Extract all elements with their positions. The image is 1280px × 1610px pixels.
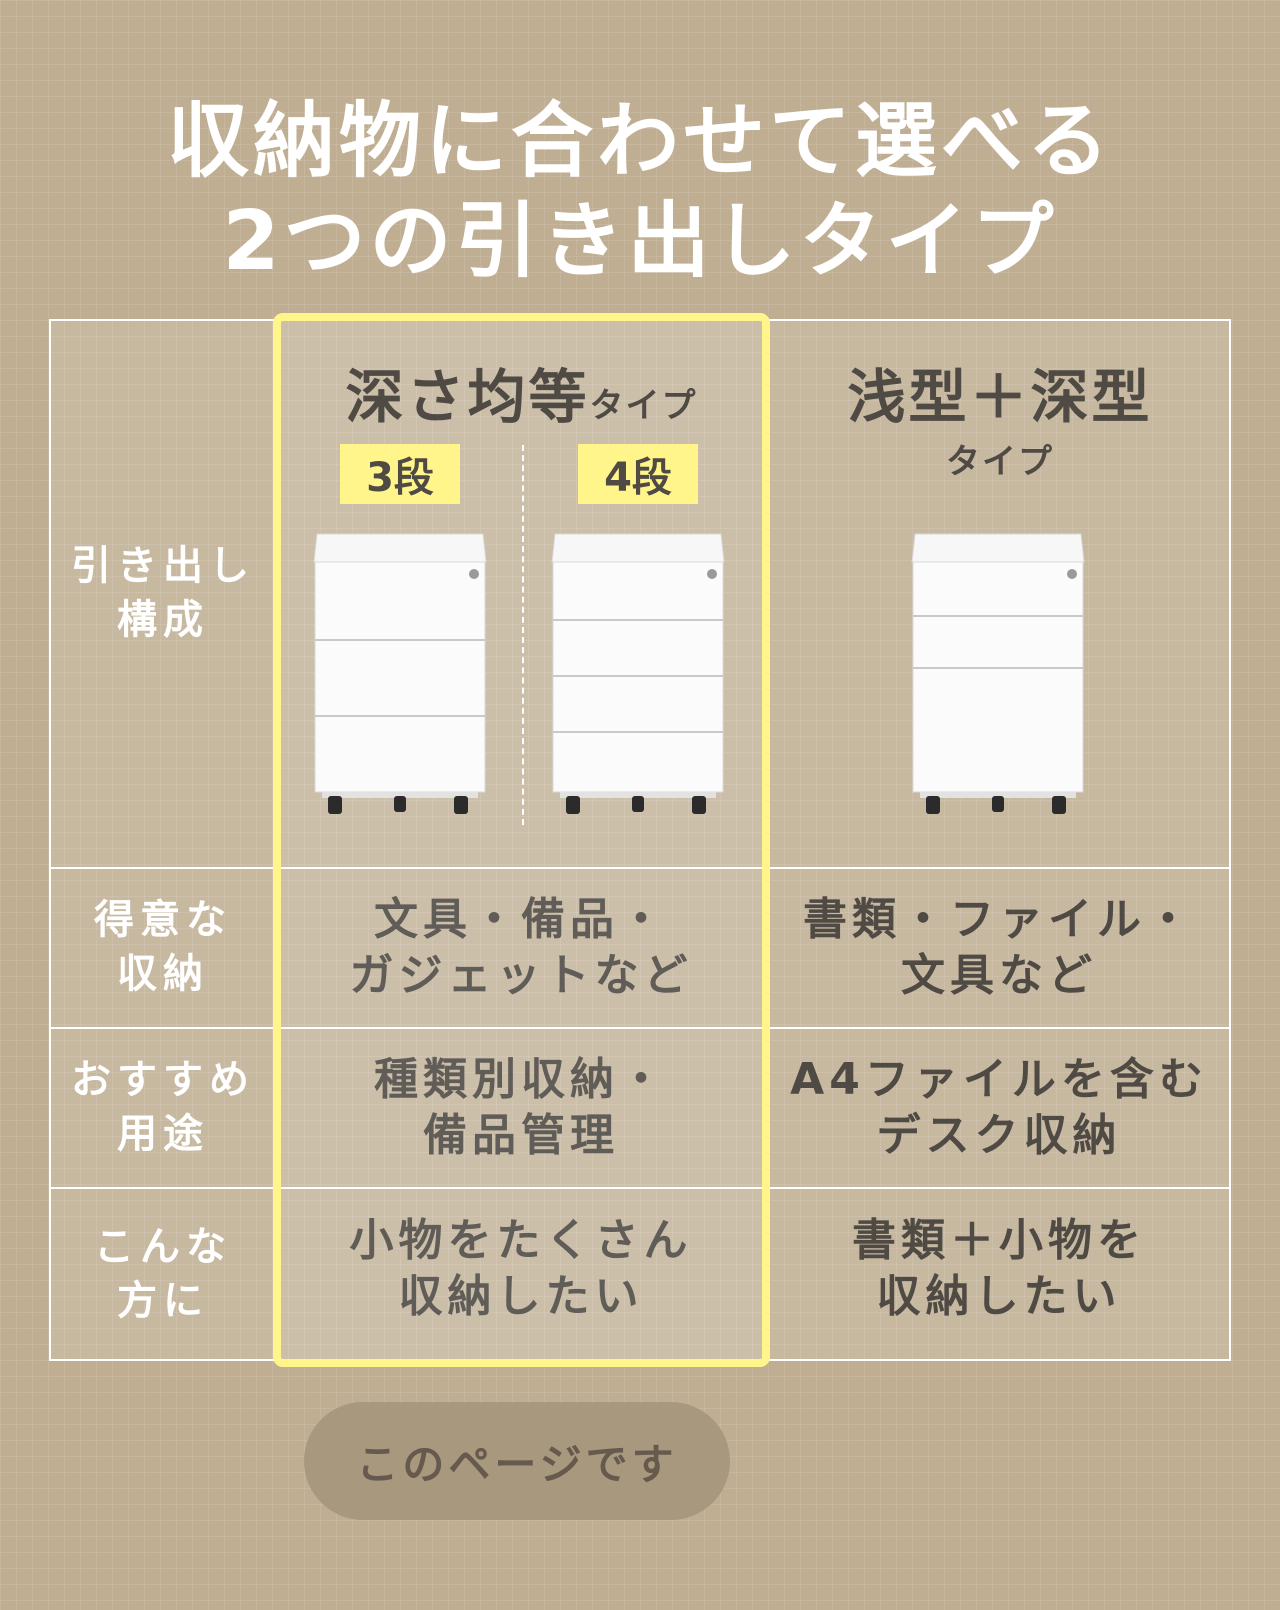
badge-4-tier: 4段 — [578, 444, 698, 504]
row-label-use-l1: おすすめ — [71, 1057, 255, 1103]
cell-mixed-storage-l1: 書類・ファイル・ — [803, 894, 1195, 945]
badge-3-tier: 3段 — [340, 444, 460, 504]
row-label-person-l2: 方に — [117, 1278, 209, 1324]
cell-equal-person-l1: 小物をたくさん — [349, 1215, 693, 1266]
column-header-equal: 深さ均等タイプ — [277, 350, 766, 434]
row-label-person: こんな 方に — [49, 1187, 277, 1361]
row-label-config-l2: 構成 — [117, 597, 209, 643]
cell-equal-use: 種類別収納・ 備品管理 — [277, 1029, 765, 1187]
cell-mixed-person: 書類＋小物を 収納したい — [767, 1189, 1231, 1349]
page-headline: 収納物に合わせて選べる 2つの引き出しタイプ — [0, 92, 1280, 292]
column-header-mixed-sub: タイプ — [946, 442, 1054, 482]
cell-mixed-person-l1: 書類＋小物を — [852, 1215, 1146, 1266]
cell-equal-storage-l2: ガジェットなど — [349, 950, 693, 1001]
cell-equal-person-l2: 収納したい — [398, 1271, 644, 1322]
headline-line-2: 2つの引き出しタイプ — [222, 194, 1058, 289]
table-divider-h2 — [49, 1027, 1231, 1029]
cabinet-mixed-image — [911, 533, 1085, 814]
row-label-storage: 得意な 収納 — [49, 867, 277, 1027]
cell-mixed-person-l2: 収納したい — [876, 1271, 1122, 1322]
column-header-equal-main: 深さ均等 — [345, 363, 590, 431]
cell-mixed-use-l2: デスク収納 — [876, 1110, 1122, 1161]
this-page-button[interactable]: このページです — [304, 1402, 730, 1520]
cell-equal-storage: 文具・備品・ ガジェットなど — [277, 869, 765, 1027]
row-label-use: おすすめ 用途 — [49, 1027, 277, 1187]
row-label-storage-l1: 得意な — [94, 897, 232, 943]
column-header-mixed: 浅型＋深型 タイプ — [770, 350, 1230, 483]
dashed-divider — [522, 445, 524, 825]
column-header-equal-suffix: タイプ — [589, 386, 698, 426]
column-header-mixed-main: 浅型＋深型 — [847, 363, 1153, 431]
cabinet-3-tier-image — [313, 533, 487, 814]
cell-mixed-storage: 書類・ファイル・ 文具など — [767, 869, 1231, 1027]
table-divider-h1 — [49, 867, 1231, 869]
row-label-storage-l2: 収納 — [117, 951, 209, 997]
row-label-config: 引き出し 構成 — [49, 319, 277, 867]
row-label-use-l2: 用途 — [117, 1111, 209, 1157]
cell-mixed-use: A4ファイルを含む デスク収納 — [767, 1029, 1231, 1187]
cabinet-4-tier-image — [551, 533, 725, 814]
row-label-person-l1: こんな — [94, 1224, 232, 1270]
cell-equal-storage-l1: 文具・備品・ — [374, 894, 668, 945]
cell-equal-use-l2: 備品管理 — [423, 1110, 619, 1161]
cell-equal-use-l1: 種類別収納・ — [374, 1054, 668, 1105]
table-divider-h3 — [49, 1187, 1231, 1189]
cell-mixed-storage-l2: 文具など — [901, 950, 1097, 1001]
cell-equal-person: 小物をたくさん 収納したい — [277, 1189, 765, 1349]
headline-line-1: 収納物に合わせて選べる — [166, 94, 1113, 189]
cell-mixed-use-l1: A4ファイルを含む — [790, 1054, 1208, 1105]
row-label-config-l1: 引き出し — [71, 543, 255, 589]
